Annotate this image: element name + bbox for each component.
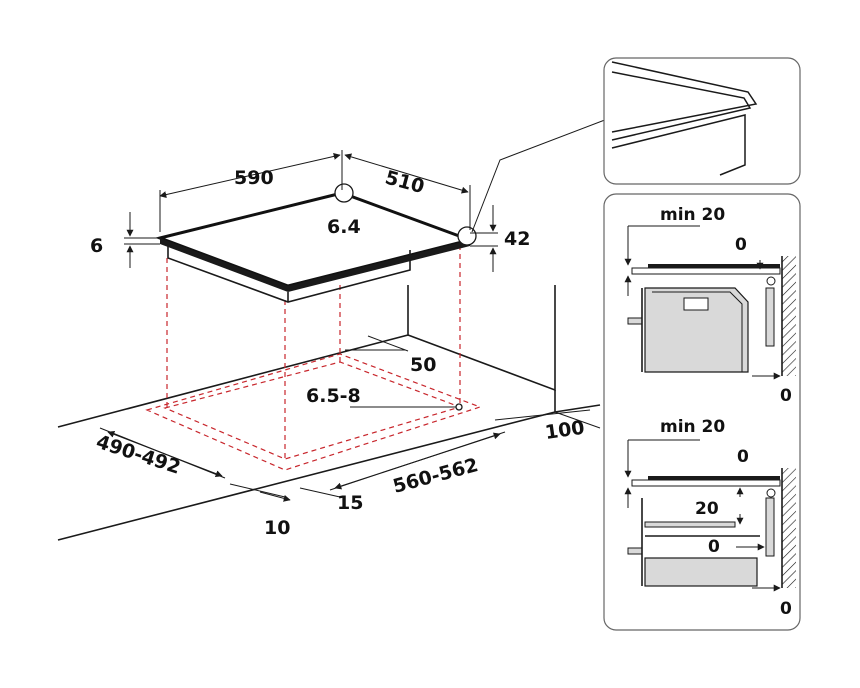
detail-panel-bottom: min 20 0 20 0 0 (624, 417, 796, 619)
label-depth: 510 (383, 167, 427, 199)
label-cutout-corner: 6.5-8 (306, 385, 361, 407)
label-hob-height: 42 (504, 228, 530, 250)
top-min-label: min 20 (660, 205, 725, 225)
label-rear-clearance: 50 (410, 354, 436, 376)
bottom-min-label: min 20 (660, 417, 725, 437)
hob (154, 183, 477, 411)
label-cutout-width: 560-562 (391, 454, 481, 498)
label-corner-radius: 6.4 (327, 216, 361, 238)
bottom-zero-label: 0 (737, 447, 749, 467)
cutout-corner-circle (455, 403, 463, 411)
bottom-zero-mid-label: 0 (708, 537, 720, 557)
bottom-zero-side-label: 0 (780, 599, 792, 619)
label-front-15: 15 (337, 492, 363, 514)
label-front-10: 10 (264, 517, 290, 539)
label-cutout-depth: 490-492 (93, 431, 183, 479)
countertop (57, 285, 601, 541)
label-width: 590 (234, 167, 274, 189)
label-side-clearance: 100 (544, 417, 586, 444)
corner-circle-back (334, 183, 354, 203)
detail-panel-top: min 20 0 0 (603, 193, 801, 631)
top-zero-label: 0 (735, 235, 747, 255)
top-zero-side-label: 0 (780, 386, 792, 406)
bottom-gap-label: 20 (695, 499, 719, 519)
label-glass-thickness: 6 (90, 235, 103, 257)
edge-detail-panel (603, 57, 801, 185)
corner-circle-right (457, 226, 477, 246)
dimension-lines (99, 117, 611, 502)
